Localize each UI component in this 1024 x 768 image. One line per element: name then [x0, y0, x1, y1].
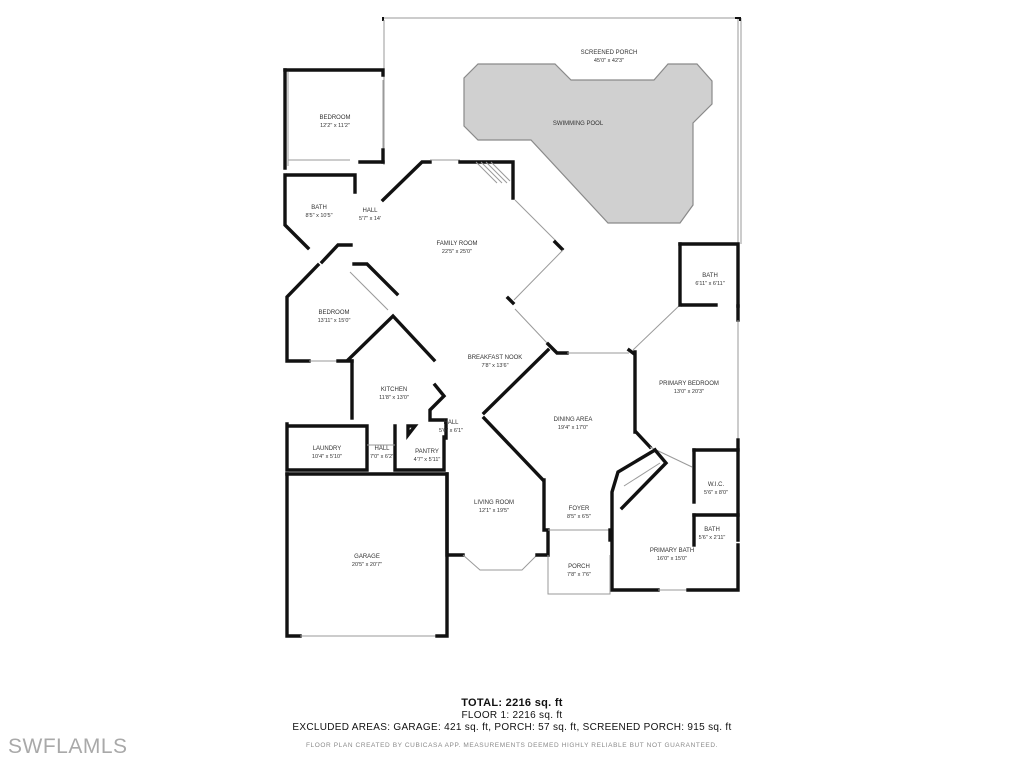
label-laundry: LAUNDRY 10'4" x 5'10"	[312, 446, 342, 460]
room-labels: SCREENED PORCH 45'0" x 42'3" SWIMMING POO…	[305, 50, 728, 578]
label-hall-1: HALL 5'7" x 14'	[359, 208, 381, 222]
label-breakfast-nook: BREAKFAST NOOK 7'8" x 13'6"	[468, 355, 523, 369]
bedroom-2-walls	[285, 262, 437, 363]
family-room-walls	[380, 159, 683, 356]
svg-text:13'11" x 15'0": 13'11" x 15'0"	[318, 318, 351, 324]
label-swimming-pool: SWIMMING POOL	[553, 121, 604, 127]
svg-text:W.I.C.: W.I.C.	[708, 482, 725, 488]
svg-text:12'2" x 11'2": 12'2" x 11'2"	[320, 123, 350, 129]
utility-walls	[285, 422, 446, 472]
svg-text:BATH: BATH	[311, 205, 327, 211]
svg-text:SCREENED PORCH: SCREENED PORCH	[581, 50, 638, 56]
label-kitchen: KITCHEN 11'8" x 13'0"	[379, 387, 409, 401]
bath-2-walls	[678, 242, 740, 308]
label-hall-2: HALL 5'6" x 6'1"	[439, 420, 463, 434]
svg-text:5'6" x 8'0": 5'6" x 8'0"	[704, 490, 728, 496]
floor-area: FLOOR 1: 2216 sq. ft	[461, 710, 563, 721]
label-wic: W.I.C. 5'6" x 8'0"	[704, 482, 728, 496]
svg-text:6'11" x 6'11": 6'11" x 6'11"	[695, 281, 724, 287]
excluded-areas: EXCLUDED AREAS: GARAGE: 421 sq. ft, PORC…	[292, 722, 732, 733]
living-foyer-walls	[445, 472, 612, 595]
label-living-room: LIVING ROOM 12'1" x 19'5"	[474, 500, 514, 514]
label-bath-3: BATH 5'6" x 2'11"	[699, 527, 726, 541]
label-screened-porch: SCREENED PORCH 45'0" x 42'3"	[581, 50, 638, 64]
svg-text:45'0" x 42'3": 45'0" x 42'3"	[594, 58, 624, 64]
svg-text:5'6" x 6'1": 5'6" x 6'1"	[439, 428, 463, 434]
svg-text:PRIMARY BEDROOM: PRIMARY BEDROOM	[659, 381, 719, 387]
label-dining-area: DINING AREA 19'4" x 17'0"	[554, 417, 593, 431]
disclaimer: FLOOR PLAN CREATED BY CUBICASA APP. MEAS…	[305, 742, 719, 749]
svg-text:12'1" x 19'5": 12'1" x 19'5"	[479, 508, 509, 514]
svg-text:7'0" x 6'2": 7'0" x 6'2"	[370, 454, 394, 460]
svg-text:PANTRY: PANTRY	[415, 449, 439, 455]
svg-text:BEDROOM: BEDROOM	[318, 310, 349, 316]
primary-suite-walls	[610, 447, 740, 592]
svg-text:5'6" x 2'11": 5'6" x 2'11"	[699, 535, 726, 541]
svg-text:22'5" x 25'0": 22'5" x 25'0"	[442, 249, 472, 255]
svg-text:13'0" x 20'3": 13'0" x 20'3"	[674, 389, 704, 395]
label-pantry: PANTRY 4'7" x 5'11"	[414, 449, 441, 463]
left-wing-walls	[283, 68, 385, 265]
svg-text:BATH: BATH	[704, 527, 720, 533]
label-bath-2: BATH 6'11" x 6'11"	[695, 273, 724, 287]
watermark-logo: SWFLAMLS	[8, 735, 128, 758]
svg-text:10'4" x 5'10": 10'4" x 5'10"	[312, 454, 342, 460]
svg-text:16'0" x 15'0": 16'0" x 15'0"	[657, 556, 687, 562]
svg-text:8'5" x 10'5": 8'5" x 10'5"	[305, 213, 332, 219]
svg-text:20'5" x 20'7": 20'5" x 20'7"	[352, 562, 382, 568]
label-bath-1: BATH 8'5" x 10'5"	[305, 205, 332, 219]
svg-text:KITCHEN: KITCHEN	[381, 387, 407, 393]
svg-text:7'8" x 13'6": 7'8" x 13'6"	[481, 363, 508, 369]
label-bedroom-1: BEDROOM 12'2" x 11'2"	[319, 115, 350, 129]
label-porch: PORCH 7'8" x 7'6"	[567, 564, 591, 578]
svg-text:LIVING ROOM: LIVING ROOM	[474, 500, 514, 506]
screened-porch-enclosure	[382, 17, 742, 244]
label-garage: GARAGE 20'5" x 20'7"	[352, 554, 382, 568]
svg-text:SWIMMING POOL: SWIMMING POOL	[553, 121, 604, 127]
svg-text:7'8" x 7'6": 7'8" x 7'6"	[567, 572, 591, 578]
svg-text:HALL: HALL	[374, 446, 390, 452]
svg-text:FAMILY ROOM: FAMILY ROOM	[436, 241, 477, 247]
svg-text:PORCH: PORCH	[568, 564, 590, 570]
svg-text:LAUNDRY: LAUNDRY	[313, 446, 342, 452]
svg-text:HALL: HALL	[443, 420, 459, 426]
kitchen-walls	[350, 347, 551, 483]
label-primary-bath: PRIMARY BATH 16'0" x 15'0"	[650, 548, 694, 562]
label-primary-bedroom: PRIMARY BEDROOM 13'0" x 20'3"	[659, 381, 719, 395]
label-hall-3: HALL 7'0" x 6'2"	[370, 446, 394, 460]
svg-text:5'7" x 14': 5'7" x 14'	[359, 216, 381, 222]
svg-text:BEDROOM: BEDROOM	[319, 115, 350, 121]
svg-text:4'7" x 5'11": 4'7" x 5'11"	[414, 457, 441, 463]
svg-text:8'5" x 6'5": 8'5" x 6'5"	[567, 514, 591, 520]
svg-text:BATH: BATH	[702, 273, 718, 279]
total-area: TOTAL: 2216 sq. ft	[461, 697, 563, 709]
label-family-room: FAMILY ROOM 22'5" x 25'0"	[436, 241, 477, 255]
svg-text:19'4" x 17'0": 19'4" x 17'0"	[558, 425, 588, 431]
svg-text:BREAKFAST NOOK: BREAKFAST NOOK	[468, 355, 523, 361]
svg-text:GARAGE: GARAGE	[354, 554, 380, 560]
swimming-pool-shape	[463, 63, 713, 224]
svg-text:DINING AREA: DINING AREA	[554, 417, 593, 423]
label-foyer: FOYER 8'5" x 6'5"	[567, 506, 591, 520]
svg-text:HALL: HALL	[362, 208, 378, 214]
label-bedroom-2: BEDROOM 13'11" x 15'0"	[318, 310, 351, 324]
svg-text:11'8" x 13'0": 11'8" x 13'0"	[379, 395, 409, 401]
svg-text:FOYER: FOYER	[569, 506, 590, 512]
svg-text:PRIMARY BATH: PRIMARY BATH	[650, 548, 694, 554]
